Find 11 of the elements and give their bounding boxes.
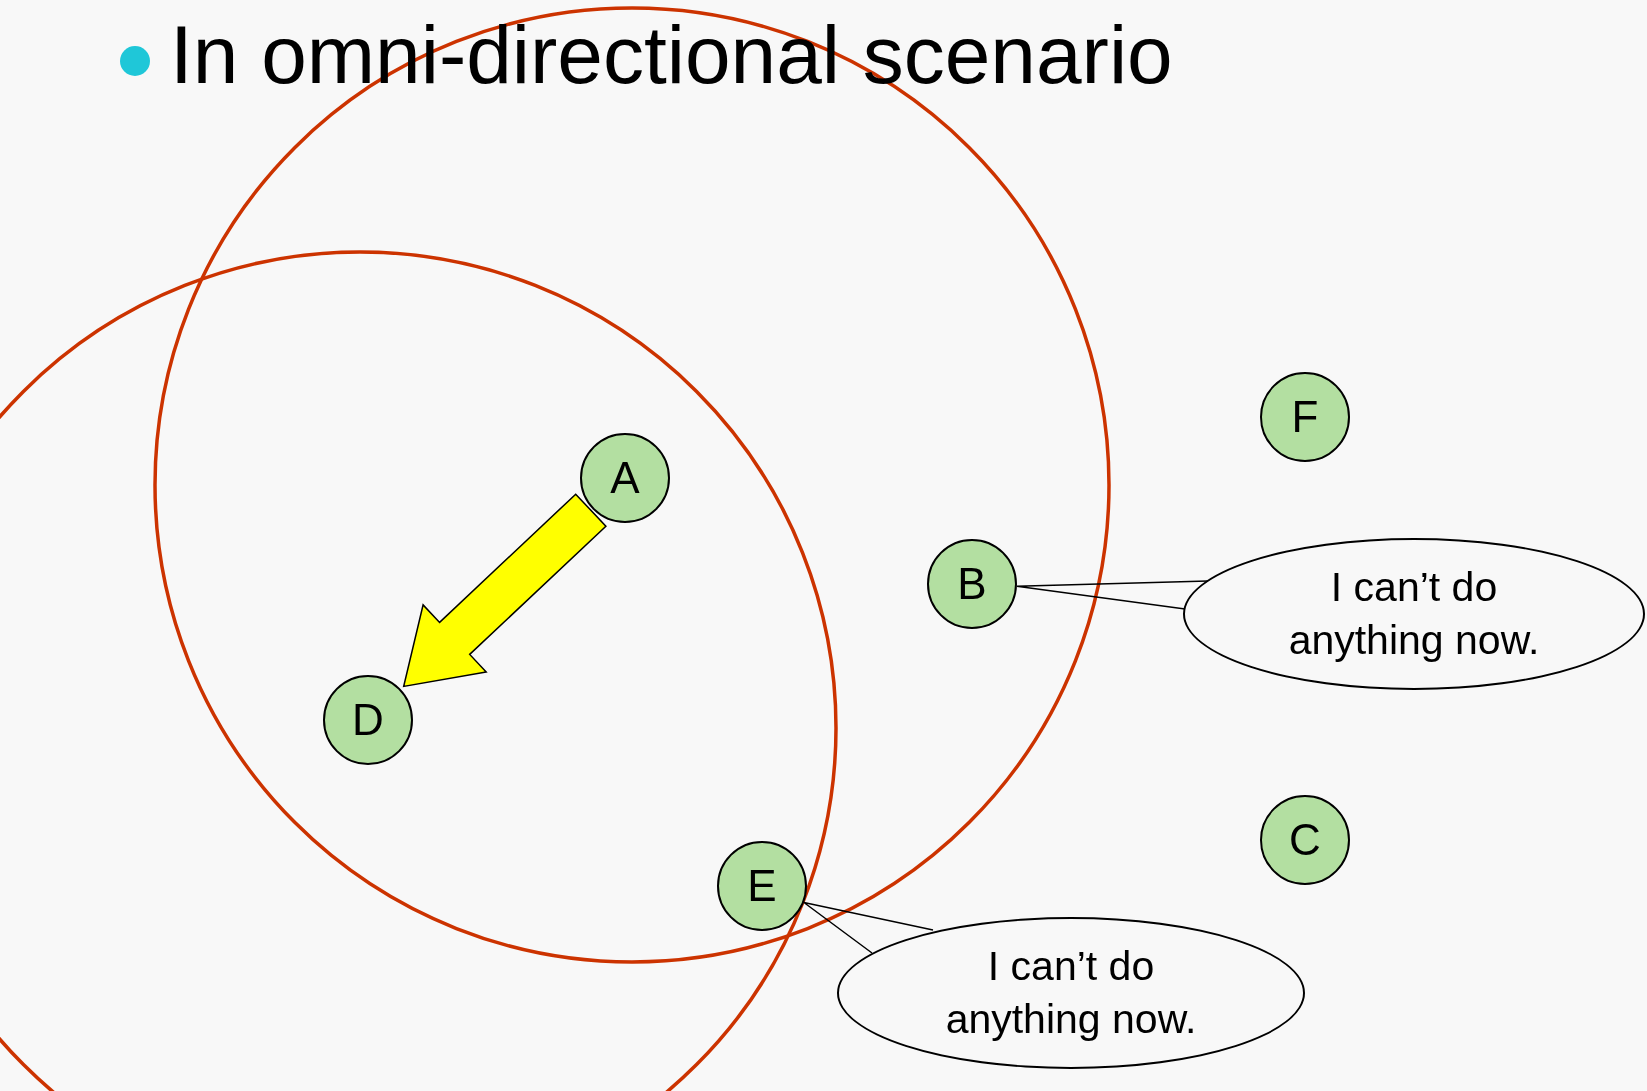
speech-bubble: I can’t do anything now. — [837, 917, 1305, 1069]
speech-bubble: I can’t do anything now. — [1183, 538, 1645, 690]
callout-pointer — [1016, 580, 1209, 610]
block-arrow — [402, 493, 607, 688]
callout-pointer — [803, 901, 934, 954]
station-node: B — [927, 539, 1017, 629]
station-node: F — [1260, 372, 1350, 462]
station-node: E — [717, 841, 807, 931]
station-node: A — [580, 433, 670, 523]
station-node: C — [1260, 795, 1350, 885]
station-node: D — [323, 675, 413, 765]
